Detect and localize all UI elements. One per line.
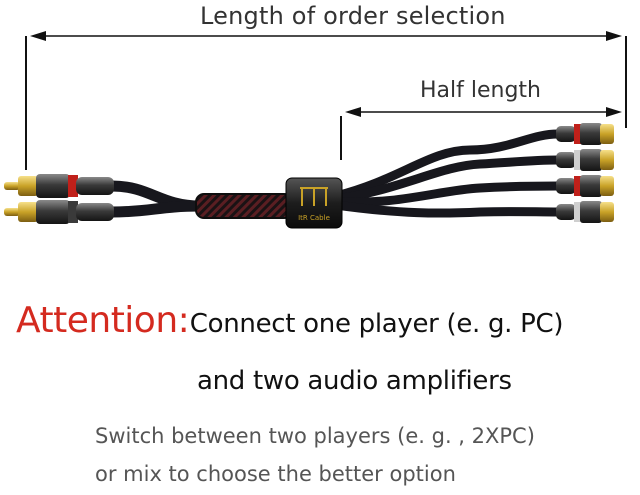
half-length-dimension (340, 107, 622, 160)
attention-colon: : (177, 300, 190, 341)
cable-wires (106, 129, 563, 218)
rca-female-2 (556, 149, 614, 171)
arrow-left-icon (30, 31, 46, 41)
attention-line-2: and two audio amplifiers (197, 366, 512, 396)
rca-female-3 (556, 175, 614, 197)
rca-female-4 (556, 201, 614, 223)
braided-trunk (195, 193, 293, 219)
sleeve-brand-text: ItR Cable (298, 214, 330, 222)
rca-male-plug-top (4, 174, 114, 198)
half-length-label: Half length (420, 78, 541, 103)
attention-heading: Attention:Connect one player (e. g. PC) (16, 300, 564, 341)
length-of-order-label: Length of order selection (200, 2, 506, 30)
rca-male-plug-bottom (4, 200, 114, 224)
note-line-2: or mix to choose the better option (95, 462, 456, 486)
arrow-left-icon (345, 107, 361, 117)
rca-female-1 (556, 123, 614, 145)
arrow-right-icon (606, 31, 622, 41)
attention-line-1: Connect one player (e. g. PC) (189, 309, 564, 339)
note-line-1: Switch between two players (e. g. , 2XPC… (95, 424, 535, 448)
full-length-dimension (25, 31, 627, 170)
splitter-sleeve: ItR Cable (285, 177, 343, 229)
attention-word: Attention (16, 300, 178, 341)
arrow-right-icon (606, 107, 622, 117)
brand-logo-icon (300, 187, 328, 206)
